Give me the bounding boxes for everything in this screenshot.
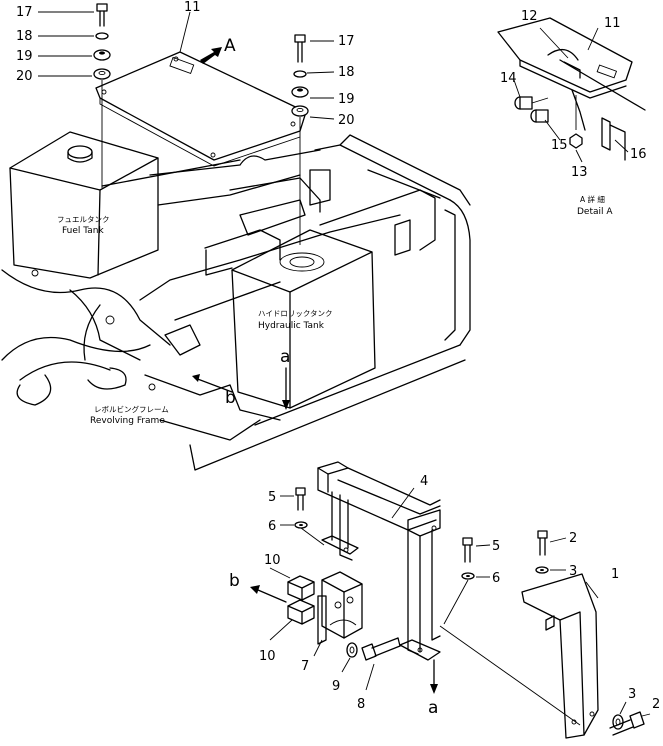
fuel-tank <box>9 131 159 279</box>
callout-11-detail: 11 <box>604 16 621 31</box>
callout-5-left: 5 <box>268 490 276 505</box>
bracket-stand <box>317 461 441 661</box>
fuel-tank-label-en: Fuel Tank <box>62 226 105 236</box>
callout-13: 13 <box>571 165 588 180</box>
callout-4: 4 <box>420 474 428 489</box>
callout-19-left: 19 <box>16 49 33 64</box>
arrow-b-top-label: b <box>225 388 236 408</box>
callout-9: 9 <box>332 679 340 694</box>
callout-10-lower: 10 <box>259 649 276 664</box>
revolving-frame-label-en: Revolving Frame <box>90 416 165 426</box>
leader-lines <box>38 11 335 120</box>
arrow-a-top <box>282 367 290 410</box>
washer-9 <box>346 642 358 658</box>
callout-11-main: 11 <box>184 0 201 15</box>
callout-1: 1 <box>611 567 619 582</box>
callout-17-right: 17 <box>338 34 355 49</box>
hydraulic-tank <box>231 229 376 409</box>
rubber-block-upper <box>287 575 315 601</box>
bolt-8 <box>361 637 401 661</box>
bolt-stack-left <box>93 3 111 188</box>
side-cover <box>521 573 599 739</box>
callout-10-upper: 10 <box>264 553 281 568</box>
fuel-tank-label-jp: フュエルタンク <box>57 215 110 224</box>
bolt-stack-right <box>291 34 309 245</box>
callout-2-top: 2 <box>569 531 577 546</box>
callout-3-bottom: 3 <box>628 687 636 702</box>
alignment-line <box>439 625 581 726</box>
callout-12: 12 <box>521 9 538 24</box>
callout-6-right: 6 <box>492 571 500 586</box>
hydraulic-tank-label-en: Hydraulic Tank <box>258 321 325 331</box>
callout-19-right: 19 <box>338 92 355 107</box>
bolt-washer-top-right <box>535 530 567 574</box>
callout-16: 16 <box>630 147 647 162</box>
detail-a <box>497 17 646 163</box>
revolving-frame <box>1 134 471 471</box>
arrow-b-bottom <box>250 585 287 603</box>
bolt-washer-left <box>280 487 325 546</box>
callout-2-bottom: 2 <box>652 697 660 712</box>
arrow-a-bottom <box>430 659 438 694</box>
arrow-b-top <box>192 374 233 393</box>
clamp-block <box>317 571 363 645</box>
bolt-washer-right <box>443 537 491 625</box>
callout-6-left: 6 <box>268 519 276 534</box>
callout-18-right: 18 <box>338 65 355 80</box>
callout-5-right: 5 <box>492 539 500 554</box>
callout-18-left: 18 <box>16 29 33 44</box>
detail-a-label-en: Detail A <box>577 207 613 217</box>
callout-3-top: 3 <box>569 564 577 579</box>
revolving-frame-label-jp: レボルビングフレーム <box>94 404 169 414</box>
callout-14: 14 <box>500 71 517 86</box>
rubber-block-lower <box>287 599 315 625</box>
callout-17-left: 17 <box>16 5 33 20</box>
callout-20-right: 20 <box>338 113 355 128</box>
detail-a-label-jp: A 詳 細 <box>580 194 605 204</box>
view-a-label: A <box>224 36 236 56</box>
arrow-a-bottom-label: a <box>428 698 438 718</box>
view-a-arrow <box>200 47 222 64</box>
bolt-washer-bottom-right <box>609 701 651 736</box>
hydraulic-tank-label-jp: ハイドロリックタンク <box>258 309 333 318</box>
arrow-b-bottom-label: b <box>229 571 240 591</box>
callout-20-left: 20 <box>16 69 33 84</box>
callout-7: 7 <box>301 659 309 674</box>
callout-8: 8 <box>357 697 365 712</box>
callout-15: 15 <box>551 138 568 153</box>
arrow-a-top-label: a <box>280 347 290 367</box>
